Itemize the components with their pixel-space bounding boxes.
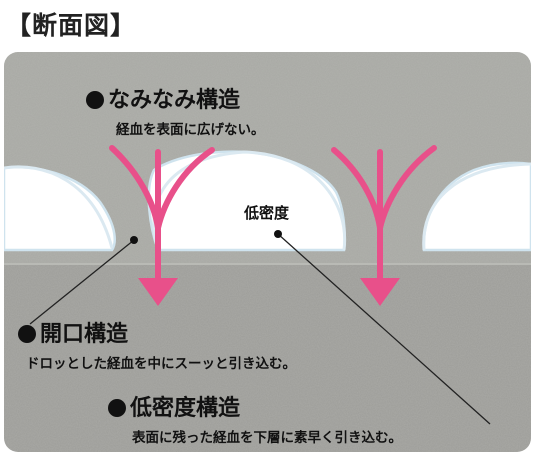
marker-low-density — [274, 230, 282, 238]
diagram-heading: 【断面図】 — [6, 11, 137, 40]
arrow-heads — [138, 278, 400, 306]
arrow-left-wing-l — [109, 145, 161, 231]
hollow-center — [147, 150, 346, 252]
absorption-arrows — [109, 145, 437, 293]
cross-section-panel: なみなみ構造 経血を表面に広げない。 低密度 開口構造 ドロッとした経血を中にス… — [4, 52, 531, 452]
leader-opening — [29, 239, 135, 325]
leader-lines — [29, 233, 491, 425]
arrow-left-wing-r — [155, 147, 215, 231]
low-density-label: 低密度 — [244, 204, 290, 222]
opening-structure-desc: ドロッとした経血を中にスーッと引き込む。 — [26, 356, 296, 372]
bullet-icon — [86, 91, 104, 109]
low-density-structure-desc: 表面に残った経血を下層に素早く引き込む。 — [132, 430, 402, 446]
cross-section-svg — [4, 52, 531, 452]
leader-low-density — [277, 233, 491, 425]
bullet-icon — [108, 399, 126, 417]
arrow-right-wing-l — [331, 147, 383, 231]
arrow-right-head — [360, 278, 400, 306]
arrow-right-wing-r — [377, 145, 437, 231]
marker-opening — [130, 236, 138, 244]
opening-structure-title: 開口構造 — [18, 316, 128, 348]
texture-overlay — [4, 52, 531, 452]
wave-structure-title: なみなみ構造 — [86, 82, 240, 114]
low-density-structure-title: 低密度構造 — [108, 390, 240, 422]
arrow-left-head — [138, 278, 178, 306]
bullet-icon — [18, 325, 36, 343]
wave-structure-desc: 経血を表面に広げない。 — [116, 122, 265, 138]
